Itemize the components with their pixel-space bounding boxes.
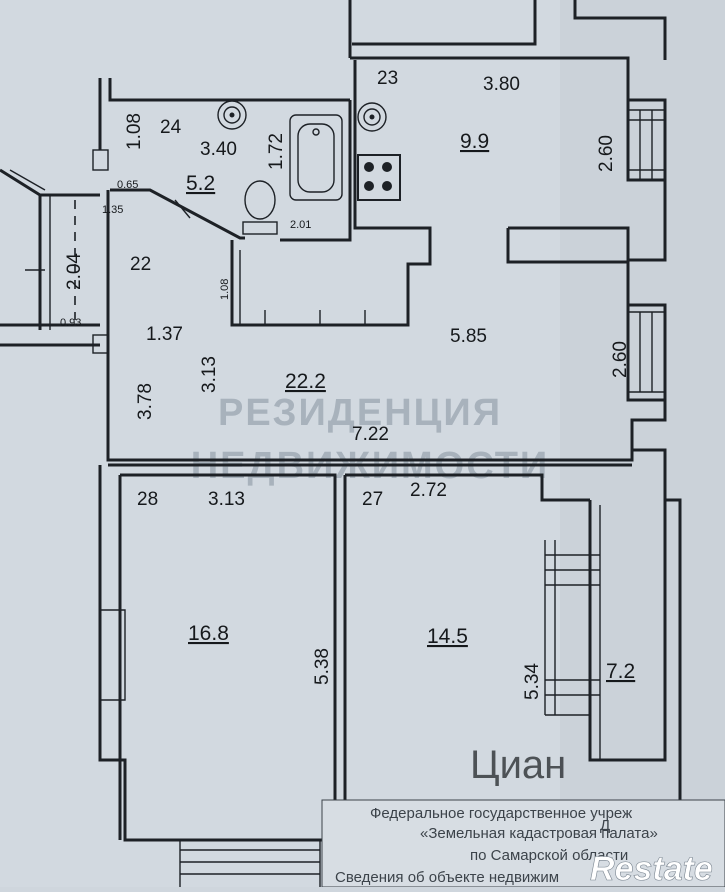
stamp-letter: Д [600, 817, 610, 834]
room-22-dim-137: 1.37 [146, 324, 183, 345]
stamp-line-1: Федеральное государственное учреж [370, 805, 632, 822]
room-23-width: 2.60 [596, 135, 617, 172]
kitchen-sink-icon [357, 102, 387, 132]
bathroom-walls [110, 60, 630, 327]
room-24-width-right: 1.72 [266, 133, 287, 170]
toilet-icon [242, 180, 278, 235]
room-27-area: 14.5 [427, 625, 468, 648]
windows [100, 109, 665, 887]
entrance-stairs [180, 849, 320, 875]
room-24-length: 3.40 [200, 139, 237, 160]
room-22-dim-313: 3.13 [199, 356, 220, 393]
room-24-door: 2.01 [290, 219, 311, 231]
stamp-line-3: по Самарской области [470, 847, 628, 864]
room-28-number: 28 [137, 489, 158, 510]
room-22-dim-093: 0.93 [60, 317, 81, 329]
room-28-width: 3.13 [208, 489, 245, 510]
sink-icon [217, 100, 247, 130]
loggia-area: 7.2 [606, 660, 635, 683]
stamp-line-4: Сведения об объекте недвижим [335, 869, 559, 886]
room-28-length: 5.38 [312, 648, 333, 685]
cian-watermark: Циан [470, 743, 566, 787]
room-27-number: 27 [362, 489, 383, 510]
hall-area: 5.2 [186, 172, 215, 195]
room-22-dim-260: 2.60 [610, 341, 631, 378]
room-23-length: 3.80 [483, 74, 520, 95]
room-22-dim-585: 5.85 [450, 326, 487, 347]
room-23-area: 9.9 [460, 130, 489, 153]
room-27-length: 5.34 [522, 663, 543, 700]
restate-logo: Restate [590, 850, 713, 889]
hall-dim-065: 0.65 [117, 179, 138, 191]
stamp-line-2: «Земельная кадастровая палата» [420, 825, 658, 842]
room-27-width: 2.72 [410, 480, 447, 501]
room-24-width-left: 1.08 [124, 113, 145, 150]
cadastral-stamp: Федеральное государственное учреж «Земел… [321, 799, 725, 888]
room-22-area: 22.2 [285, 370, 326, 393]
left-corridor [0, 149, 109, 354]
watermark-line-1: РЕЗИДЕНЦИЯ [218, 392, 502, 434]
room-22-dim-204: 2.04 [64, 253, 85, 290]
hall-dim-135: 1.35 [102, 204, 123, 216]
room-22-dim-378: 3.78 [135, 383, 156, 420]
room-22-dim-108: 1.08 [219, 279, 231, 300]
room-24-number: 24 [160, 117, 182, 138]
bathtub-icon [289, 114, 343, 201]
room-22-number: 22 [130, 254, 151, 275]
room-23-number: 23 [377, 68, 398, 89]
top-neighbour-walls [348, 0, 667, 60]
stove-icon [357, 154, 401, 201]
paper-shadow [560, 0, 725, 887]
restate-logo-text: Restate [590, 850, 713, 887]
room-22-dim-722: 7.22 [352, 424, 389, 445]
room-28-area: 16.8 [188, 622, 229, 645]
